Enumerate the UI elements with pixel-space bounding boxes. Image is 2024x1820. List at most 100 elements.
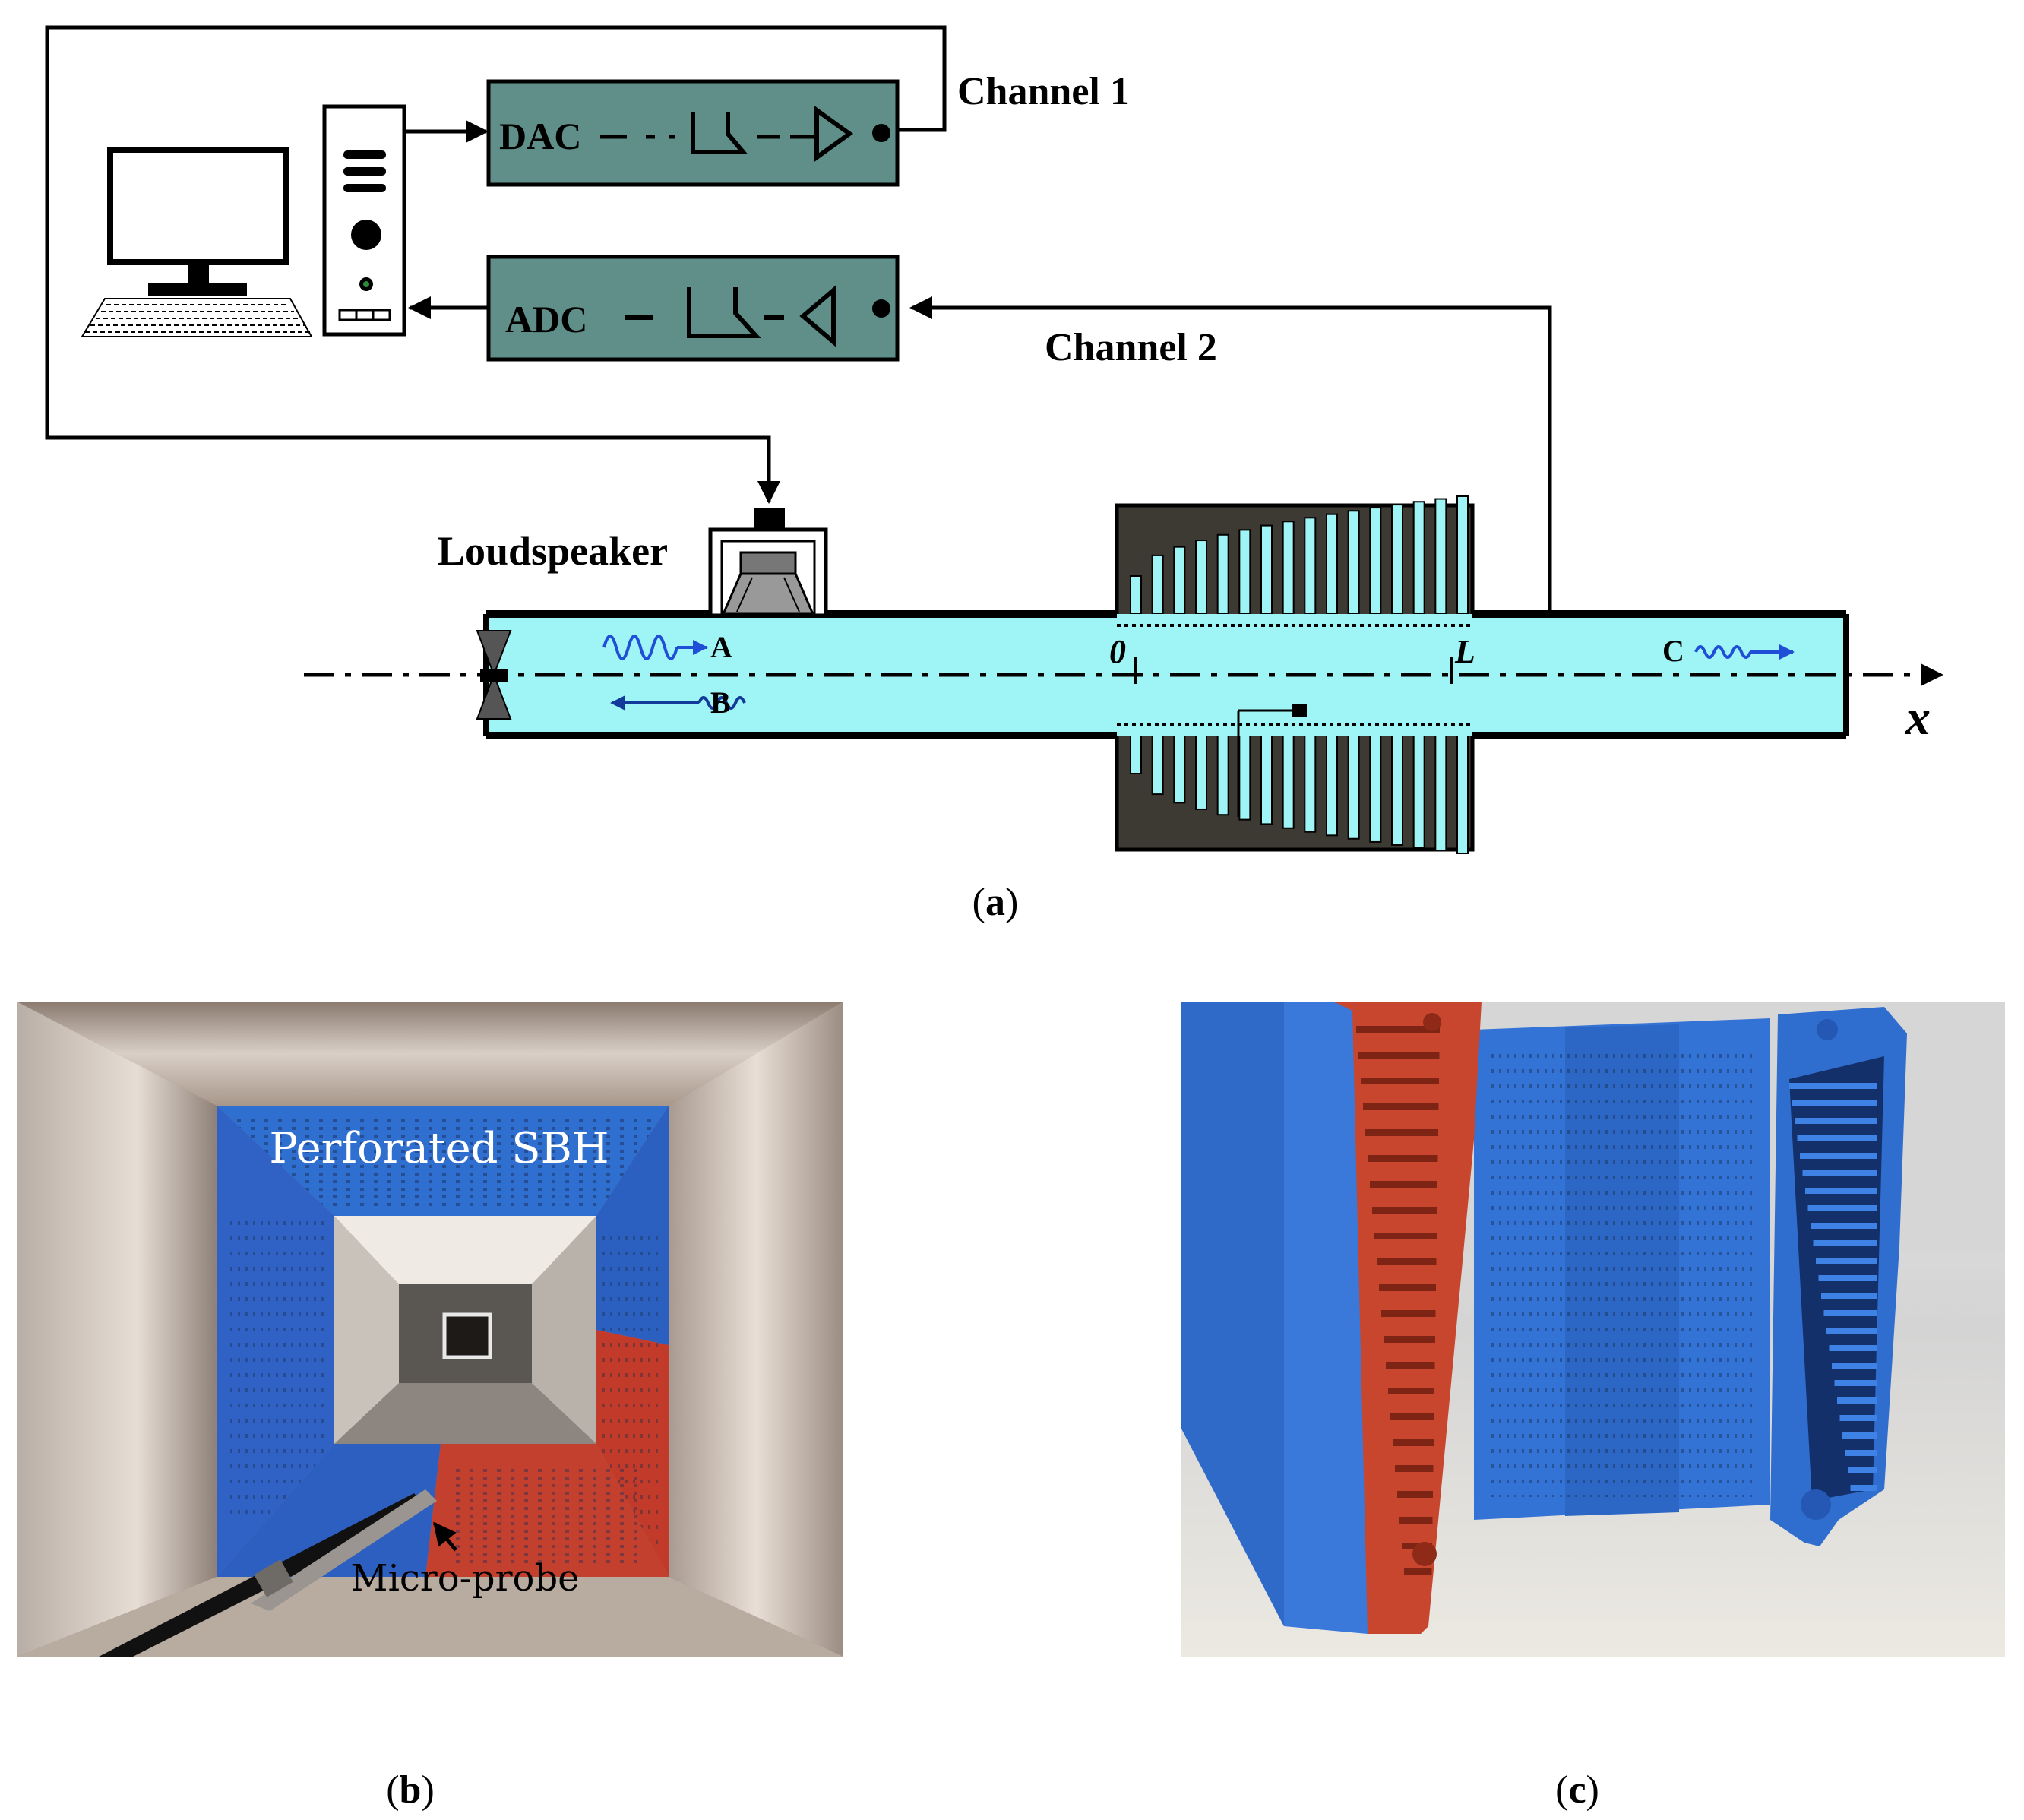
red-comb-fin <box>1379 1284 1436 1291</box>
preamp-icon <box>799 285 836 347</box>
red-comb-fin <box>1372 1207 1437 1214</box>
sbh-fin-slot <box>1369 507 1382 615</box>
red-comb-fin <box>1397 1491 1433 1498</box>
x-axis-label: x <box>1905 690 1931 745</box>
blue-comb-fin <box>1850 1485 1877 1491</box>
sbh-fin-slot <box>1304 517 1317 616</box>
blue-comb-fin <box>1821 1293 1877 1299</box>
micro-probe-photo <box>99 1489 437 1657</box>
end-termination-icon <box>476 630 512 720</box>
reflected-wave-icon <box>610 695 746 711</box>
blue-comb-fin <box>1837 1397 1877 1404</box>
sbh-fin-slot <box>1282 521 1295 616</box>
point-c-label: C <box>1662 634 1684 668</box>
sbh-fin-slot <box>1347 735 1360 840</box>
blue-comb-fin <box>1829 1345 1877 1351</box>
blue-comb-fin <box>1811 1223 1877 1229</box>
sbh-fin-slot <box>1216 533 1229 616</box>
sbh-fin-slot <box>1326 735 1338 837</box>
sbh-fin-slot <box>1326 513 1338 616</box>
sbh-fin-slot <box>1456 735 1469 854</box>
amplifier-icon <box>814 106 854 162</box>
loudspeaker-icon <box>708 508 828 618</box>
sbh-fin-slot <box>1391 735 1403 846</box>
red-comb-fin <box>1386 1362 1435 1369</box>
sbh-fin-slot <box>1412 735 1425 849</box>
blue-comb-fin <box>1832 1363 1877 1369</box>
panel-b-photo: Perforated SBH Micro-probe (b) <box>17 1002 843 1812</box>
sbh-fin-slot <box>1434 735 1447 852</box>
sbh-fin-slot <box>1412 501 1425 615</box>
sbh-fin-slot <box>1130 735 1142 774</box>
red-comb-fin <box>1404 1568 1432 1575</box>
sbh-fin-slot <box>1260 524 1273 615</box>
sbh-fin-slot <box>1391 504 1403 615</box>
sbh-fin-slot <box>1151 735 1164 796</box>
sbh-fin-slot <box>1260 735 1273 825</box>
sbh-fin-slot <box>1216 735 1229 816</box>
length-label: L <box>1454 633 1475 670</box>
red-comb-fin <box>1358 1052 1440 1059</box>
red-comb-fin <box>1356 1026 1440 1033</box>
sbh-fin-slot <box>1238 529 1251 616</box>
blue-comb-fin <box>1789 1083 1877 1089</box>
red-comb-fin <box>1377 1258 1437 1265</box>
red-comb-fin <box>1368 1155 1438 1162</box>
red-comb-fin <box>1361 1078 1439 1084</box>
red-comb-fin <box>1370 1181 1437 1188</box>
blue-comb-fin <box>1848 1467 1877 1473</box>
blue-comb-fin <box>1807 1205 1877 1211</box>
red-comb-fin <box>1374 1233 1437 1239</box>
lowpass-filter-icon <box>691 112 748 154</box>
blue-comb-fin <box>1813 1240 1877 1246</box>
sbh-fin-slot <box>1151 554 1164 615</box>
point-b-label: B <box>710 685 731 720</box>
blue-comb-fin <box>1839 1415 1877 1421</box>
sbh-fin-slot <box>1173 546 1186 615</box>
keyboard-icon <box>81 298 313 337</box>
sbh-fin-slot <box>1130 575 1142 615</box>
caption-b: (b) <box>386 1768 435 1812</box>
sbh-fin-slot <box>1238 735 1251 821</box>
origin-label: 0 <box>1109 633 1126 670</box>
red-comb-fin <box>1365 1129 1438 1136</box>
blue-comb-fins <box>1789 1083 1877 1491</box>
channel-1-wire <box>45 25 947 504</box>
sbh-fin-slot <box>1369 735 1382 843</box>
dac-box: DAC <box>486 79 900 187</box>
blue-comb-fin <box>1797 1135 1877 1141</box>
blue-comb-fin <box>1792 1100 1877 1106</box>
dac-label: DAC <box>499 115 581 157</box>
red-comb-fin <box>1390 1413 1434 1420</box>
transmitted-wave-icon <box>1694 644 1795 660</box>
sbh-fin-slot <box>1173 735 1186 804</box>
perforated-sbh-label: Perforated SBH <box>269 1124 609 1173</box>
red-comb-fin <box>1399 1517 1433 1524</box>
caption-c: (c) <box>1555 1768 1599 1812</box>
blue-comb-fin <box>1795 1118 1877 1124</box>
adc-box: ADC <box>486 255 900 362</box>
sbh-fin-slot <box>1304 735 1317 833</box>
blue-comb-fin <box>1834 1380 1877 1386</box>
blue-comb-fin <box>1842 1432 1877 1439</box>
computer-tower-icon <box>322 104 406 337</box>
red-comb-fin <box>1363 1103 1439 1110</box>
adc-label: ADC <box>505 298 587 340</box>
blue-comb-fin <box>1802 1170 1877 1176</box>
sbh-fin-slot <box>1347 510 1360 616</box>
channel-2-label: Channel 2 <box>1045 326 1217 369</box>
caption-a: (a) <box>972 881 1019 924</box>
blue-comb-fin <box>1826 1328 1877 1334</box>
sbh-fin-slot <box>1434 498 1447 615</box>
sbh-fin-slot <box>1282 735 1295 829</box>
red-comb-fin <box>1384 1336 1435 1343</box>
sbh-fin-slot <box>1456 495 1469 615</box>
blue-comb-fin <box>1805 1188 1877 1194</box>
point-a-label: A <box>710 630 732 664</box>
panel-a-schematic: DAC ADC Channel 1 Channel 2 <box>45 25 1943 924</box>
panel-c-photo: (c) <box>1181 1002 2005 1812</box>
channel-1-label: Channel 1 <box>957 70 1130 113</box>
sbh-fin-slot <box>1195 540 1207 616</box>
blue-comb-fin <box>1818 1275 1877 1281</box>
